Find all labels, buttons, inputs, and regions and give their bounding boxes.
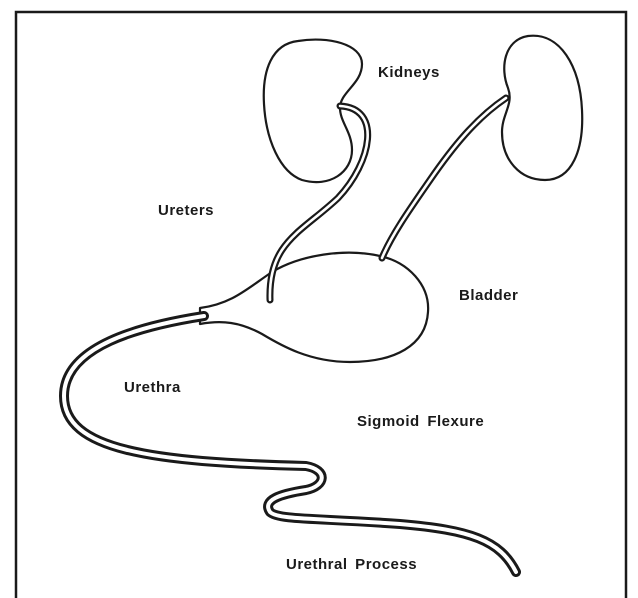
label-sigmoid-flexure: Sigmoid Flexure [357, 413, 484, 430]
label-bladder: Bladder [459, 287, 518, 304]
label-kidneys: Kidneys [378, 64, 440, 81]
label-ureters: Ureters [158, 202, 214, 219]
label-urethral-process: Urethral Process [286, 556, 417, 573]
label-urethra: Urethra [124, 379, 181, 396]
